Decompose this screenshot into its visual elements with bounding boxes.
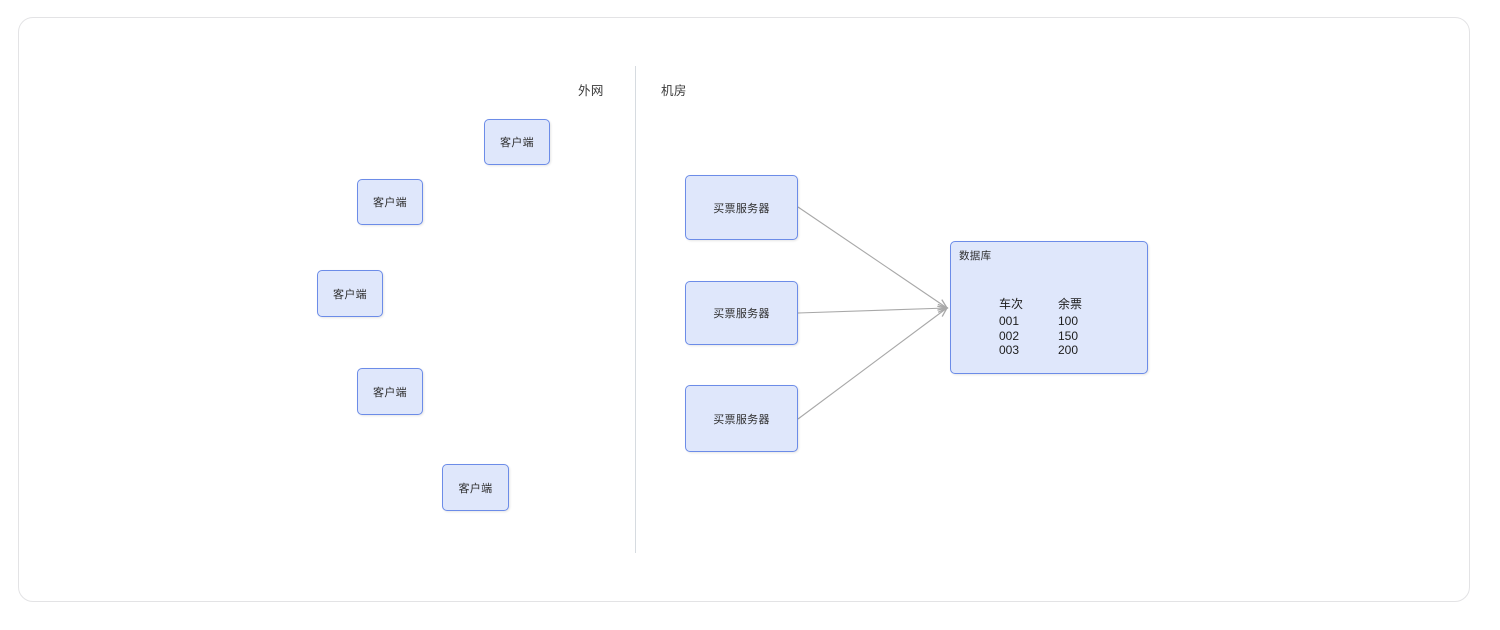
cell-remaining-tickets: 150: [1058, 328, 1079, 343]
client-node-1[interactable]: 客户端: [484, 119, 550, 165]
client-node-4[interactable]: 客户端: [357, 368, 423, 415]
ticket-server-node-2[interactable]: 买票服务器: [685, 281, 798, 345]
cell-train-number: 003: [999, 343, 1020, 358]
client-node-label: 客户端: [458, 482, 493, 495]
client-node-5[interactable]: 客户端: [442, 464, 509, 511]
database-node[interactable]: 数据库 车次 余票 001 100 002 150 003 200: [950, 241, 1148, 374]
database-title: 数据库: [959, 250, 992, 262]
ticket-server-node-label: 买票服务器: [713, 202, 770, 215]
table-row: 003 200: [999, 343, 1117, 358]
client-node-2[interactable]: 客户端: [357, 179, 423, 225]
zone-label-external-network: 外网: [578, 84, 604, 98]
zone-divider: [635, 66, 637, 553]
table-row: 002 150: [999, 329, 1117, 344]
ticket-server-node-1[interactable]: 买票服务器: [685, 175, 798, 240]
cell-remaining-tickets: 200: [1058, 343, 1079, 358]
client-node-label: 客户端: [500, 137, 534, 149]
client-node-label: 客户端: [373, 386, 407, 399]
ticket-server-node-label: 买票服务器: [713, 308, 770, 320]
table-header-row: 车次 余票: [999, 295, 1117, 314]
cell-train-number: 002: [999, 328, 1020, 343]
cell-train-number: 001: [999, 314, 1020, 328]
client-node-3[interactable]: 客户端: [317, 270, 383, 317]
column-header-train-number: 车次: [999, 297, 1024, 311]
ticket-server-node-label: 买票服务器: [713, 413, 770, 426]
ticket-server-node-3[interactable]: 买票服务器: [685, 385, 798, 452]
zone-label-server-room: 机房: [661, 84, 687, 98]
column-header-remaining-tickets: 余票: [1058, 297, 1083, 311]
client-node-label: 客户端: [373, 197, 407, 209]
database-table: 车次 余票 001 100 002 150 003 200: [999, 295, 1117, 358]
client-node-label: 客户端: [333, 288, 367, 301]
table-row: 001 100: [999, 314, 1117, 329]
cell-remaining-tickets: 100: [1058, 314, 1079, 328]
